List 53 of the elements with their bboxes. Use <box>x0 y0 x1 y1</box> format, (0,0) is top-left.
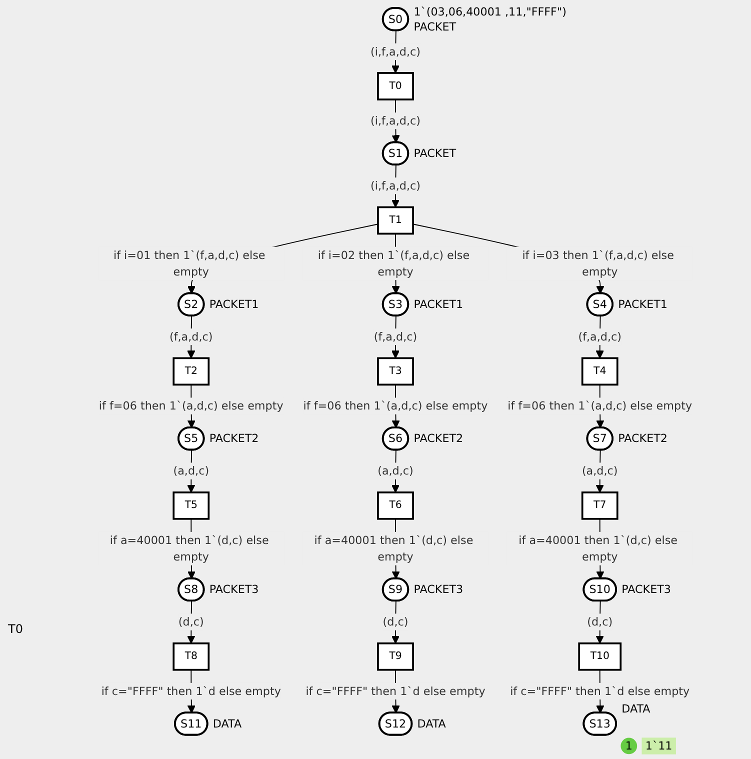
edge-label: if a=40001 then 1`(d,c) else empty <box>518 534 678 564</box>
edge-label: if f=06 then 1`(a,d,c) else empty <box>508 400 692 413</box>
type-label: PACKET3 <box>209 583 259 596</box>
edge-label: if f=06 then 1`(a,d,c) else empty <box>303 400 488 413</box>
marking-badge: 1`11 <box>642 738 676 754</box>
transition-label: T0 <box>8 622 23 636</box>
node-box: T1 <box>377 206 414 235</box>
edge-label: if i=01 then 1`(f,a,d,c) else empty <box>113 248 266 278</box>
type-label: DATA <box>212 717 242 730</box>
edge-label: if c="FFFF" then 1`d else empty <box>101 684 281 698</box>
node-box: T3 <box>377 357 414 386</box>
type-label: PACKET1 <box>209 298 259 311</box>
token-count-badge: 1 <box>620 738 638 754</box>
edge-label: (f,a,d,c) <box>169 330 213 344</box>
edge-label: (i,f,a,d,c) <box>370 45 420 58</box>
edge-label: (a,d,c) <box>173 464 210 478</box>
node-box: T2 <box>172 357 210 386</box>
type-label: PACKET <box>414 20 456 34</box>
edge-label: if a=40001 then 1`(d,c) else empty <box>314 534 474 564</box>
edge-label: if i=02 then 1`(f,a,d,c) else empty <box>318 248 470 278</box>
type-label: PACKET1 <box>618 298 668 311</box>
type-label: DATA <box>622 702 650 716</box>
node-box: T10 <box>578 642 622 671</box>
edge-label: (d,c) <box>587 615 613 628</box>
edge-label: if f=06 then 1`(a,d,c) else empty <box>98 400 284 413</box>
type-label: PACKET2 <box>209 432 259 446</box>
node-box: T5 <box>172 491 210 520</box>
edge-label: (d,c) <box>382 615 408 628</box>
edge-label: (f,a,d,c) <box>578 330 622 344</box>
node-box: T9 <box>377 642 414 671</box>
edge-label: (i,f,a,d,c) <box>370 114 420 128</box>
edge-label: if c="FFFF" then 1`d else empty <box>306 684 486 698</box>
type-label: PACKET2 <box>414 432 464 446</box>
edge-label: (a,d,c) <box>582 464 618 478</box>
type-label: 1`(03,06,40001 ,11,"FFFF") <box>414 5 566 18</box>
type-label: DATA <box>417 717 446 730</box>
type-label: PACKET <box>414 147 456 160</box>
node-box: T6 <box>377 491 414 520</box>
edge-label: if c="FFFF" then 1`d else empty <box>510 684 690 698</box>
type-label: PACKET2 <box>618 432 668 446</box>
node-box: T4 <box>581 357 618 386</box>
node-box: T8 <box>172 642 210 671</box>
edge-label: if a=40001 then 1`(d,c) else empty <box>110 534 269 564</box>
edge-label: (f,a,d,c) <box>374 330 418 344</box>
edge-label: if i=03 then 1`(f,a,d,c) else empty <box>522 248 674 278</box>
type-label: PACKET3 <box>622 583 672 596</box>
edge-label: (d,c) <box>178 615 204 628</box>
node-box: T7 <box>581 491 618 520</box>
type-label: PACKET1 <box>414 298 464 311</box>
edge-label: (a,d,c) <box>378 464 414 478</box>
type-label: PACKET3 <box>414 583 464 596</box>
edge-label: (i,f,a,d,c) <box>370 179 420 192</box>
node-box: T0 <box>377 72 414 100</box>
